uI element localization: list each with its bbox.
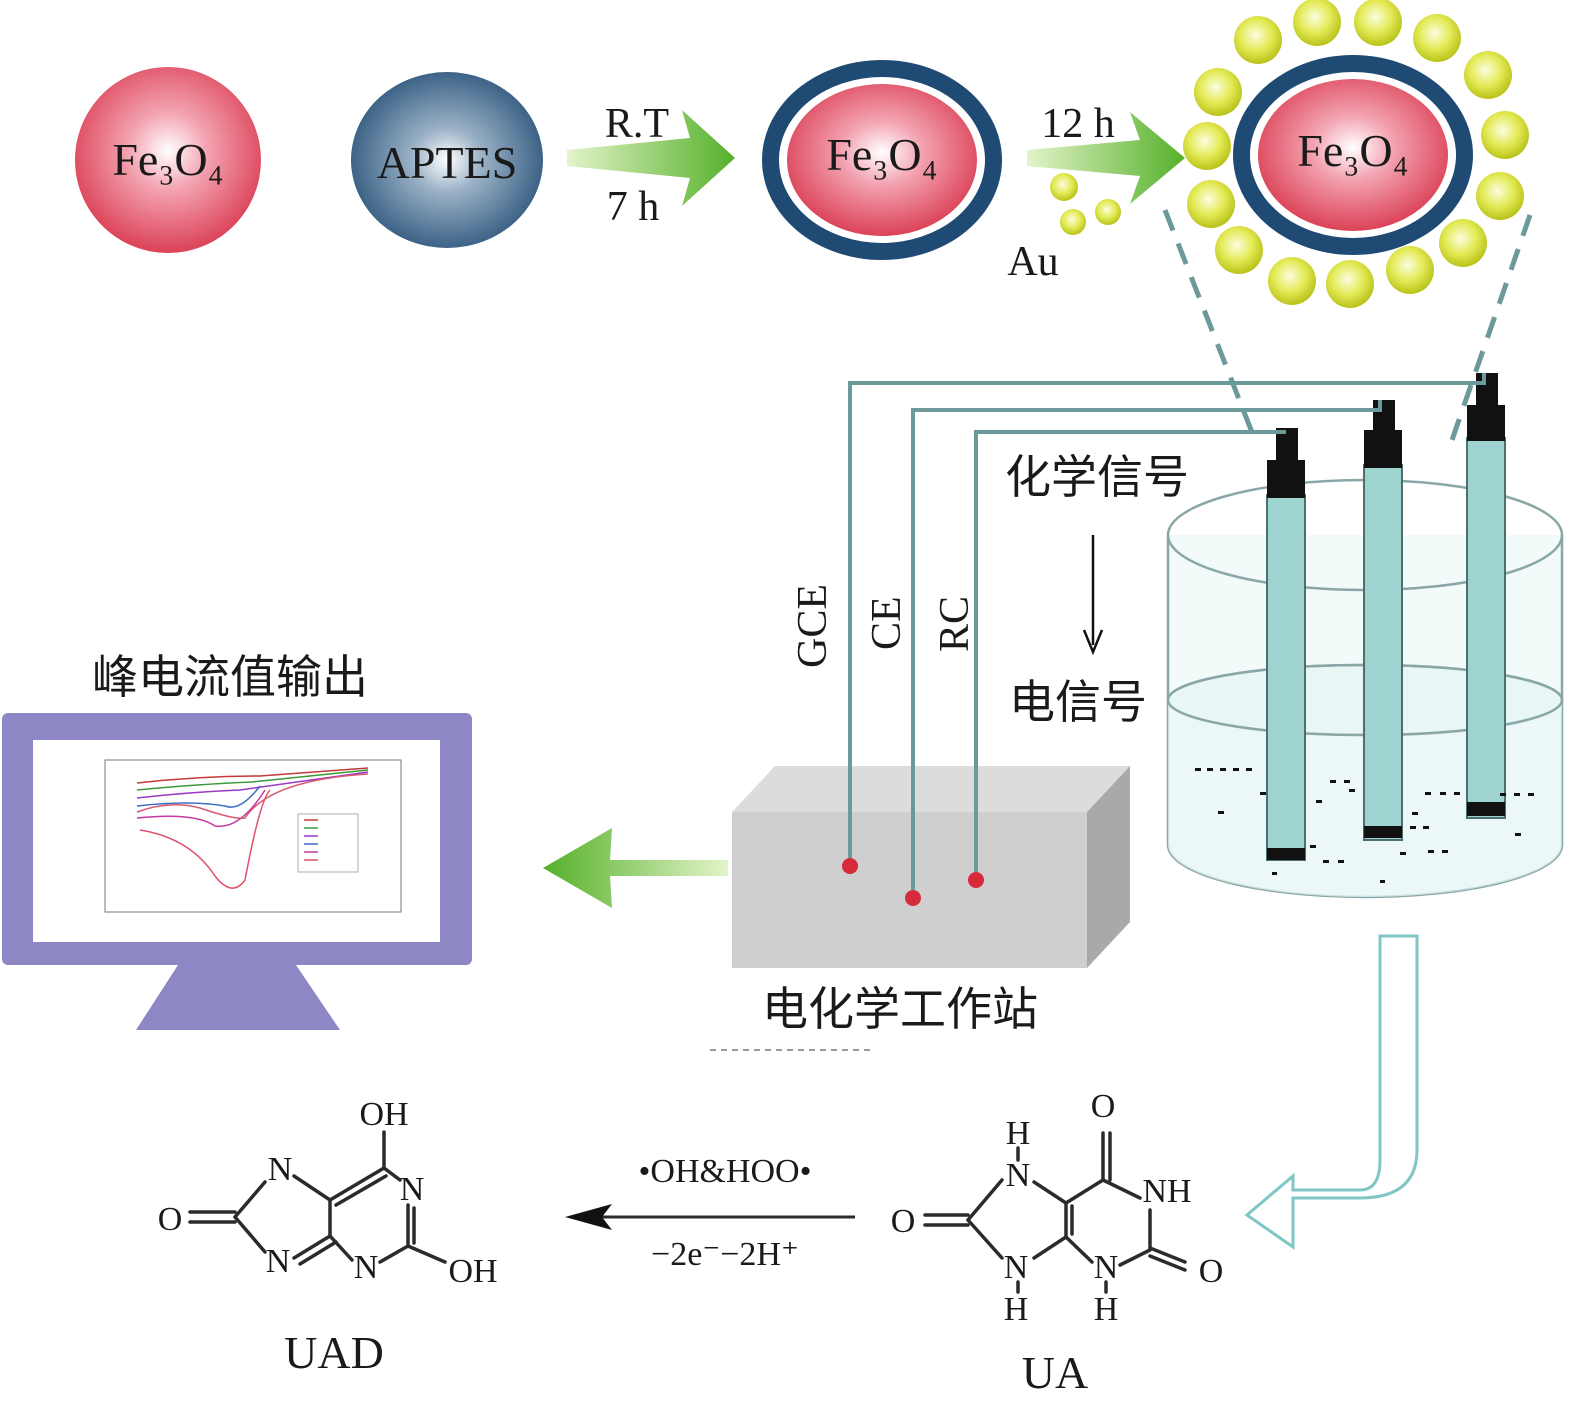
uad-atom-n9: N: [266, 1243, 291, 1280]
uad-atom-oh-right: OH: [448, 1253, 497, 1290]
electrode-rc: [1466, 373, 1506, 819]
arrow-12h-label: 12 h: [1041, 101, 1115, 147]
ua-molecule: O N H N H O NH N H O UA: [891, 1088, 1224, 1398]
electrochemical-workstation: 电化学工作站: [710, 766, 1130, 1051]
fe3o4-core-label: Fe₃O₄: [826, 129, 937, 180]
reaction-arrow-rt: R.T 7 h: [567, 101, 735, 230]
arrow-rt-label: R.T: [605, 101, 669, 147]
composite-core-label: Fe₃O₄: [1297, 125, 1408, 176]
ua-atom-h9: H: [1004, 1291, 1029, 1328]
electrical-signal-label: 电信号: [1009, 675, 1147, 729]
ua-atom-h3: H: [1094, 1291, 1119, 1328]
ce-label: CE: [864, 596, 910, 650]
ua-atom-n7: N: [1006, 1157, 1031, 1194]
ua-atom-o-left: O: [891, 1203, 916, 1240]
chemical-signal-label: 化学信号: [1005, 450, 1189, 504]
ua-atom-o-right: O: [1199, 1253, 1224, 1290]
ua-atom-h7: H: [1006, 1115, 1031, 1152]
solution-particles: [1195, 768, 1534, 883]
arrow-time-label: 7 h: [607, 184, 660, 230]
rc-label: RC: [932, 596, 978, 652]
reagent-label: •OH&HOO•: [638, 1153, 811, 1190]
fe3o4-label: Fe₃O₄: [112, 134, 223, 185]
computer-monitor: 峰电流值输出: [2, 650, 472, 1030]
flow-outline-arrow: [1244, 934, 1419, 1250]
uad-atom-n1: N: [400, 1171, 425, 1208]
ua-atom-n9: N: [1004, 1249, 1029, 1286]
zoom-lines: [1162, 209, 1533, 441]
reaction-arrow-12h: 12 h: [1027, 101, 1185, 204]
cv-plot-thumbnail: [104, 759, 402, 913]
signal-conversion: 化学信号 电信号: [1005, 450, 1189, 729]
uad-atom-n3: N: [354, 1249, 379, 1286]
aptes-label: APTES: [377, 137, 518, 188]
electrode-ce: [1363, 400, 1403, 841]
fe3o4-aptes-particle: Fe₃O₄: [762, 60, 1002, 260]
output-arrow: [543, 828, 728, 908]
condition-label: −2e⁻−2H⁺: [651, 1236, 799, 1273]
uad-atom-o: O: [158, 1201, 183, 1238]
gce-label: GCE: [790, 584, 836, 668]
gold-nanoparticles-small: Au: [1007, 173, 1121, 285]
uad-atom-n7: N: [268, 1151, 293, 1188]
fe3o4-au-composite: Fe₃O₄: [1183, 0, 1529, 308]
uad-molecule: O N N OH N N OH UAD: [158, 1096, 498, 1378]
workstation-label: 电化学工作站: [762, 982, 1038, 1036]
uad-label: UAD: [284, 1327, 384, 1378]
ua-atom-n3: N: [1094, 1249, 1119, 1286]
peak-current-output-label: 峰电流值输出: [92, 650, 368, 704]
fe3o4-particle: Fe₃O₄: [75, 67, 261, 253]
ua-atom-o-top: O: [1091, 1088, 1116, 1125]
aptes-particle: APTES: [351, 72, 543, 248]
ua-label: UA: [1022, 1347, 1088, 1398]
electrode-gce: [1266, 428, 1306, 861]
reaction-arrow: •OH&HOO• −2e⁻−2H⁺: [565, 1153, 855, 1273]
au-label: Au: [1007, 239, 1058, 285]
wires: [848, 373, 1486, 890]
ua-atom-nh: NH: [1142, 1173, 1191, 1210]
uad-atom-oh-top: OH: [359, 1096, 408, 1133]
